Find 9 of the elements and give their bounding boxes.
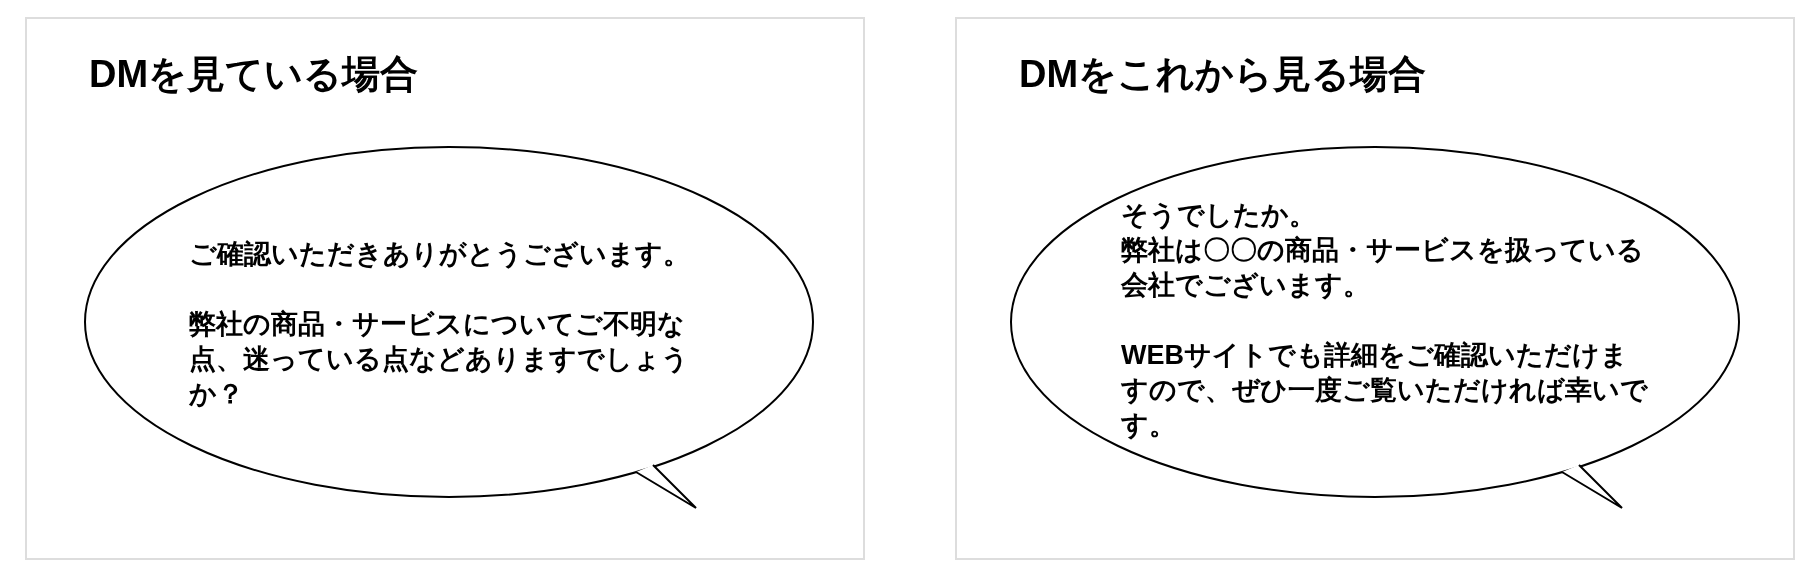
speech-text: そうでしたか。	[1121, 199, 1317, 232]
speech-text: ご確認いただきありがとうございます。	[189, 238, 691, 271]
speech-text: 弊社の商品・サービスについてご不明な点、迷っている点などありますでしょうか？	[189, 308, 690, 411]
speech-text: WEBサイトでも詳細をご確認いただけますので、ぜひ一度ご覧いただければ幸いです。	[1121, 339, 1649, 442]
panel-card	[955, 17, 1795, 560]
panel-heading: DMを見ている場合	[89, 52, 419, 97]
panel-heading: DMをこれから見る場合	[1019, 52, 1427, 97]
panel-card	[25, 17, 865, 560]
speech-text: 弊社は〇〇の商品・サービスを扱っている会社でございます。	[1121, 234, 1645, 302]
